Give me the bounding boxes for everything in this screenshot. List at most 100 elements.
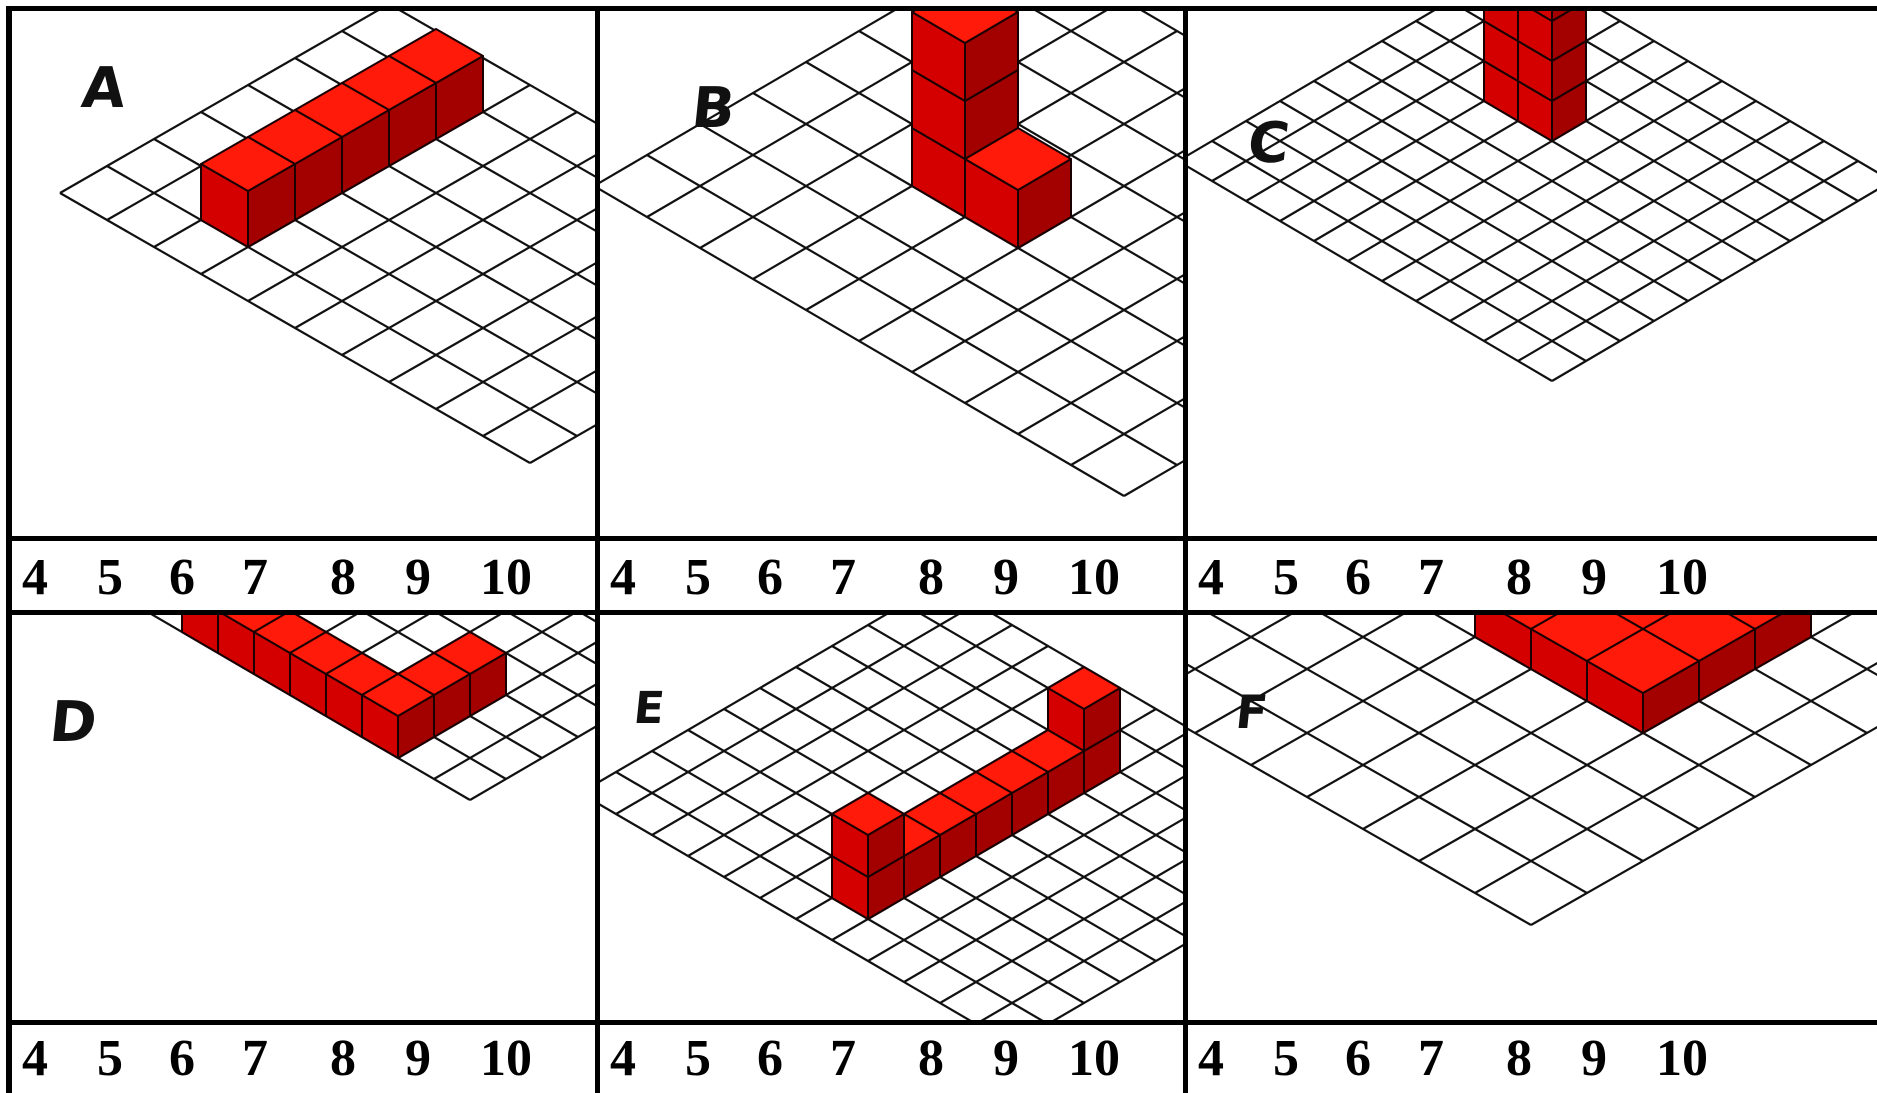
panel-d: D [12, 615, 595, 1020]
answer-choice[interactable]: 4 [610, 549, 636, 606]
answer-choice[interactable]: 10 [1656, 1030, 1708, 1087]
answer-choice[interactable]: 7 [1418, 549, 1444, 606]
answer-choice[interactable]: 8 [330, 549, 356, 606]
answer-choice[interactable]: 6 [757, 549, 783, 606]
answer-choice[interactable]: 10 [1656, 549, 1708, 606]
grid-line [1211, 140, 1587, 362]
grid-line [1530, 726, 1877, 926]
answer-choice[interactable]: 7 [242, 1030, 268, 1087]
grid-line [341, 208, 595, 356]
cube-right-face [1533, 11, 1553, 22]
answer-choice[interactable]: 9 [1581, 1030, 1607, 1087]
answer-choice[interactable]: 10 [480, 549, 532, 606]
panel-a: A [12, 11, 595, 536]
panel-label: C [1244, 111, 1293, 176]
grid-line [1210, 615, 1644, 862]
answer-choice[interactable]: 4 [22, 1030, 48, 1087]
cube-top-face [1504, 615, 1558, 630]
answer-choice[interactable]: 10 [480, 1030, 532, 1087]
answer-choice[interactable]: 8 [918, 549, 944, 606]
answer-choice[interactable]: 5 [97, 549, 123, 606]
grid-line [1770, 615, 1877, 676]
panel-e-figure [600, 615, 1183, 1020]
cube-top-face [1586, 628, 1700, 694]
cube-top-face [361, 673, 435, 717]
answer-choice[interactable]: 7 [242, 549, 268, 606]
answer-choice[interactable]: 6 [1345, 1030, 1371, 1087]
answer-choice[interactable]: 7 [830, 1030, 856, 1087]
grid-line [433, 683, 595, 780]
grid-line [699, 123, 1183, 408]
grid-line [469, 725, 595, 801]
border-top [6, 6, 1877, 11]
answer-choice[interactable]: 9 [993, 549, 1019, 606]
grid-line [294, 154, 595, 329]
answer-choice[interactable]: 4 [22, 549, 48, 606]
border-row-1b [6, 610, 1877, 615]
answer-choice[interactable]: 6 [169, 549, 195, 606]
answer-choice[interactable]: 7 [1418, 1030, 1444, 1087]
cube [1533, 11, 1571, 22]
answer-choice[interactable]: 8 [330, 1030, 356, 1087]
answer-row-a: 4 5 6 7 8 9 10 [12, 545, 595, 611]
grid-line [1052, 943, 1183, 1020]
answer-choice[interactable]: 4 [1198, 549, 1224, 606]
border-divider-1 [595, 6, 600, 1093]
answer-choice[interactable]: 10 [1068, 549, 1120, 606]
iso-grid [600, 11, 1183, 497]
cube [831, 792, 905, 878]
answer-choice[interactable]: 5 [97, 1030, 123, 1087]
grid-line [646, 154, 1178, 466]
grid-line [247, 111, 578, 302]
grid-line [435, 316, 595, 410]
border-row-2a [6, 1020, 1877, 1025]
panel-label: A [78, 56, 129, 121]
cube-top-face [831, 792, 905, 836]
grid-line [1474, 662, 1877, 894]
grid-line [362, 615, 595, 632]
answer-choice[interactable]: 4 [610, 1030, 636, 1087]
answer-choice[interactable]: 9 [1581, 549, 1607, 606]
panel-b: B [600, 11, 1183, 536]
panel-f: F [1188, 615, 1877, 1020]
cube [1586, 628, 1700, 734]
cube [964, 127, 1072, 249]
answer-choice[interactable]: 8 [1506, 1030, 1532, 1087]
grid-line [388, 262, 595, 383]
grid-line [1279, 100, 1655, 322]
answer-choice[interactable]: 5 [685, 549, 711, 606]
answer-choice[interactable]: 6 [169, 1030, 195, 1087]
answer-choice[interactable]: 6 [757, 1030, 783, 1087]
answer-choice[interactable]: 9 [405, 1030, 431, 1087]
grid-line [1188, 615, 1292, 675]
panel-c-figure [1188, 11, 1877, 382]
border-left [6, 6, 12, 1093]
answer-choice[interactable]: 4 [1198, 1030, 1224, 1087]
cube-top-face [964, 127, 1072, 191]
cube-stack [200, 28, 484, 248]
panel-f-figure [1188, 615, 1877, 926]
grid-line [510, 615, 595, 665]
answer-choice[interactable]: 5 [1273, 1030, 1299, 1087]
answer-choice[interactable]: 8 [1506, 549, 1532, 606]
cube [911, 11, 1019, 102]
grid-line [1347, 60, 1723, 282]
answer-choice[interactable]: 8 [918, 1030, 944, 1087]
grid-line [1658, 615, 1868, 734]
grid-line [482, 370, 595, 437]
panel-a-figure [59, 11, 595, 464]
grid-line [600, 188, 1125, 497]
grid-line [1322, 615, 1700, 830]
border-row-1a [6, 536, 1877, 541]
answer-choice[interactable]: 7 [830, 549, 856, 606]
panel-c: C [1188, 11, 1877, 536]
cube [200, 136, 296, 248]
cube-top-face [911, 11, 1019, 44]
cube-stack [911, 11, 1072, 249]
answer-choice[interactable]: 5 [685, 1030, 711, 1087]
answer-choice[interactable]: 6 [1345, 549, 1371, 606]
answer-choice[interactable]: 10 [1068, 1030, 1120, 1087]
answer-choice[interactable]: 9 [993, 1030, 1019, 1087]
answer-choice[interactable]: 5 [1273, 549, 1299, 606]
answer-choice[interactable]: 9 [405, 549, 431, 606]
